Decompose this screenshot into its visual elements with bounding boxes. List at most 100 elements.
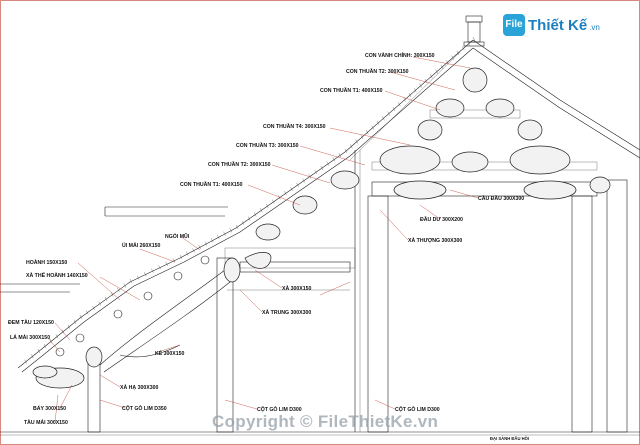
- roof-tile: [198, 244, 201, 250]
- roof-tile: [350, 144, 353, 149]
- label-con-thuan-t1: CON THUẦN T1: 400X150: [180, 181, 243, 188]
- column-3: [571, 195, 593, 433]
- roof-tile: [462, 46, 465, 51]
- roof-tile: [403, 97, 406, 102]
- roof-tile: [414, 88, 417, 93]
- roof-tile: [302, 178, 305, 183]
- roof-tile: [144, 272, 147, 277]
- label-bay: BẨY 300X150: [33, 405, 66, 412]
- roof-tiles: [24, 36, 476, 364]
- right-roof: [472, 39, 640, 159]
- label-dau-du: ĐẦU DƯ 300X200: [420, 216, 463, 223]
- label-ngoi-moi: NGÓI MŨI: [165, 232, 190, 240]
- roof-tile: [284, 191, 287, 196]
- column-capital: [85, 346, 103, 368]
- roof-tile: [129, 278, 133, 284]
- roof-tile: [86, 310, 89, 315]
- roof-tile: [210, 238, 214, 243]
- roof-tile: [241, 220, 245, 225]
- roof-tile: [326, 161, 329, 166]
- roof-tile: [314, 170, 317, 175]
- label-con-thuan-t2: CON THUẦN T2: 300X150: [208, 161, 271, 168]
- roof-tile: [467, 41, 470, 46]
- beams: [227, 109, 598, 291]
- roof-tile: [111, 292, 114, 297]
- roof-tile: [179, 254, 183, 260]
- roof-tile: [79, 314, 83, 320]
- roof-tile: [392, 106, 396, 112]
- label-xa-the-hoanh: XÀ THẾ HOÀNH 140X150: [26, 272, 88, 279]
- label-cot-go-2: CỘT GỖ LIM D300: [257, 405, 302, 413]
- roof-tile: [192, 248, 195, 253]
- roof-tile: [355, 139, 358, 144]
- roof-tile: [408, 92, 412, 98]
- roof-tile: [43, 344, 47, 349]
- roof-tile: [254, 212, 257, 217]
- roof-tile: [398, 102, 401, 107]
- label-con-thuan-t4: CON THUẦN T4: 300X150: [263, 123, 326, 130]
- label-xa-ha: XÀ HẠ 300X300: [120, 384, 158, 391]
- logo-text: Thiết Kế: [528, 16, 588, 34]
- roof-tile: [117, 287, 120, 293]
- label-cau-dau: CẦU ĐẦU 300X300: [478, 195, 524, 202]
- roof-tile: [247, 216, 251, 221]
- curved-brace: [99, 269, 231, 373]
- ornament-carvings: [32, 67, 611, 389]
- roof-tile: [290, 186, 293, 192]
- roof-tile: [73, 319, 77, 324]
- columns: [85, 179, 628, 433]
- label-ui-mai: ÚI MÁI 260X150: [122, 242, 160, 249]
- roof-tile: [260, 208, 263, 213]
- roof-tile: [136, 275, 140, 280]
- label-con-vanh-chinh: CON VÀNH CHÍNH: 300X150: [365, 51, 435, 59]
- copyright-watermark: Copyright © FileThietKe.vn: [212, 412, 439, 431]
- roof-tile: [387, 111, 390, 116]
- roof-tile: [430, 74, 433, 79]
- label-title-block: ĐẠI SẢNH ĐẦU HỒI: [490, 436, 529, 441]
- label-hoanh: HOÀNH 150X150: [26, 259, 67, 266]
- logo-domain: .vn: [589, 23, 600, 32]
- roof-tile: [55, 334, 59, 339]
- annotation-labels: CON VÀNH CHÍNH: 300X150 CON THUẦN T2: 30…: [8, 51, 529, 441]
- roof-tile: [186, 251, 189, 256]
- roof-tile: [98, 301, 101, 306]
- roof-tile: [320, 165, 323, 170]
- roof-tile: [235, 224, 239, 230]
- label-con-thuan-t1-top: CON THUẦN T1: 400X150: [320, 87, 383, 94]
- roof-tile: [419, 83, 422, 88]
- ridge-finial: [463, 15, 485, 47]
- roof-tile: [424, 78, 428, 84]
- roof-tile: [123, 283, 126, 288]
- purlins: [55, 255, 210, 357]
- roof-tile: [338, 153, 342, 158]
- label-xa-thuong: XÀ THƯỢNG 300X300: [408, 237, 462, 244]
- label-con-thuan-t2-top: CON THUẦN T2: 300X150: [346, 68, 409, 75]
- roof-tile: [456, 50, 460, 56]
- roof-tile: [332, 157, 336, 162]
- roof-tile: [296, 182, 299, 187]
- roof-tile: [266, 203, 269, 208]
- roof-tile: [376, 120, 380, 126]
- roof-tile: [472, 36, 476, 42]
- beam-top: [429, 109, 521, 119]
- label-la-mai: LÁ MÁI 300X150: [10, 334, 50, 341]
- label-con-thuan-t3: CON THUẦN T3: 300X150: [236, 142, 299, 149]
- roof-tile: [382, 116, 385, 121]
- roof-tile: [151, 268, 154, 273]
- gable-wall: [0, 150, 361, 432]
- leaders: [47, 56, 479, 423]
- roof-tile: [435, 69, 438, 74]
- filethietke-logo: File Thiết Kế .vn: [503, 14, 600, 36]
- roof-tile: [440, 64, 444, 70]
- label-cot-go-1: CỘT GỖ LIM D350: [122, 404, 167, 412]
- roof-tile: [31, 354, 34, 359]
- roof-tile: [272, 199, 275, 204]
- left-roof: [17, 39, 474, 373]
- roof-tile: [308, 174, 311, 179]
- roof-tile: [92, 305, 95, 311]
- roof-tile: [229, 228, 232, 233]
- label-xa: XÀ 300X150: [282, 285, 312, 292]
- label-ke: KẺ 300X150: [155, 350, 185, 357]
